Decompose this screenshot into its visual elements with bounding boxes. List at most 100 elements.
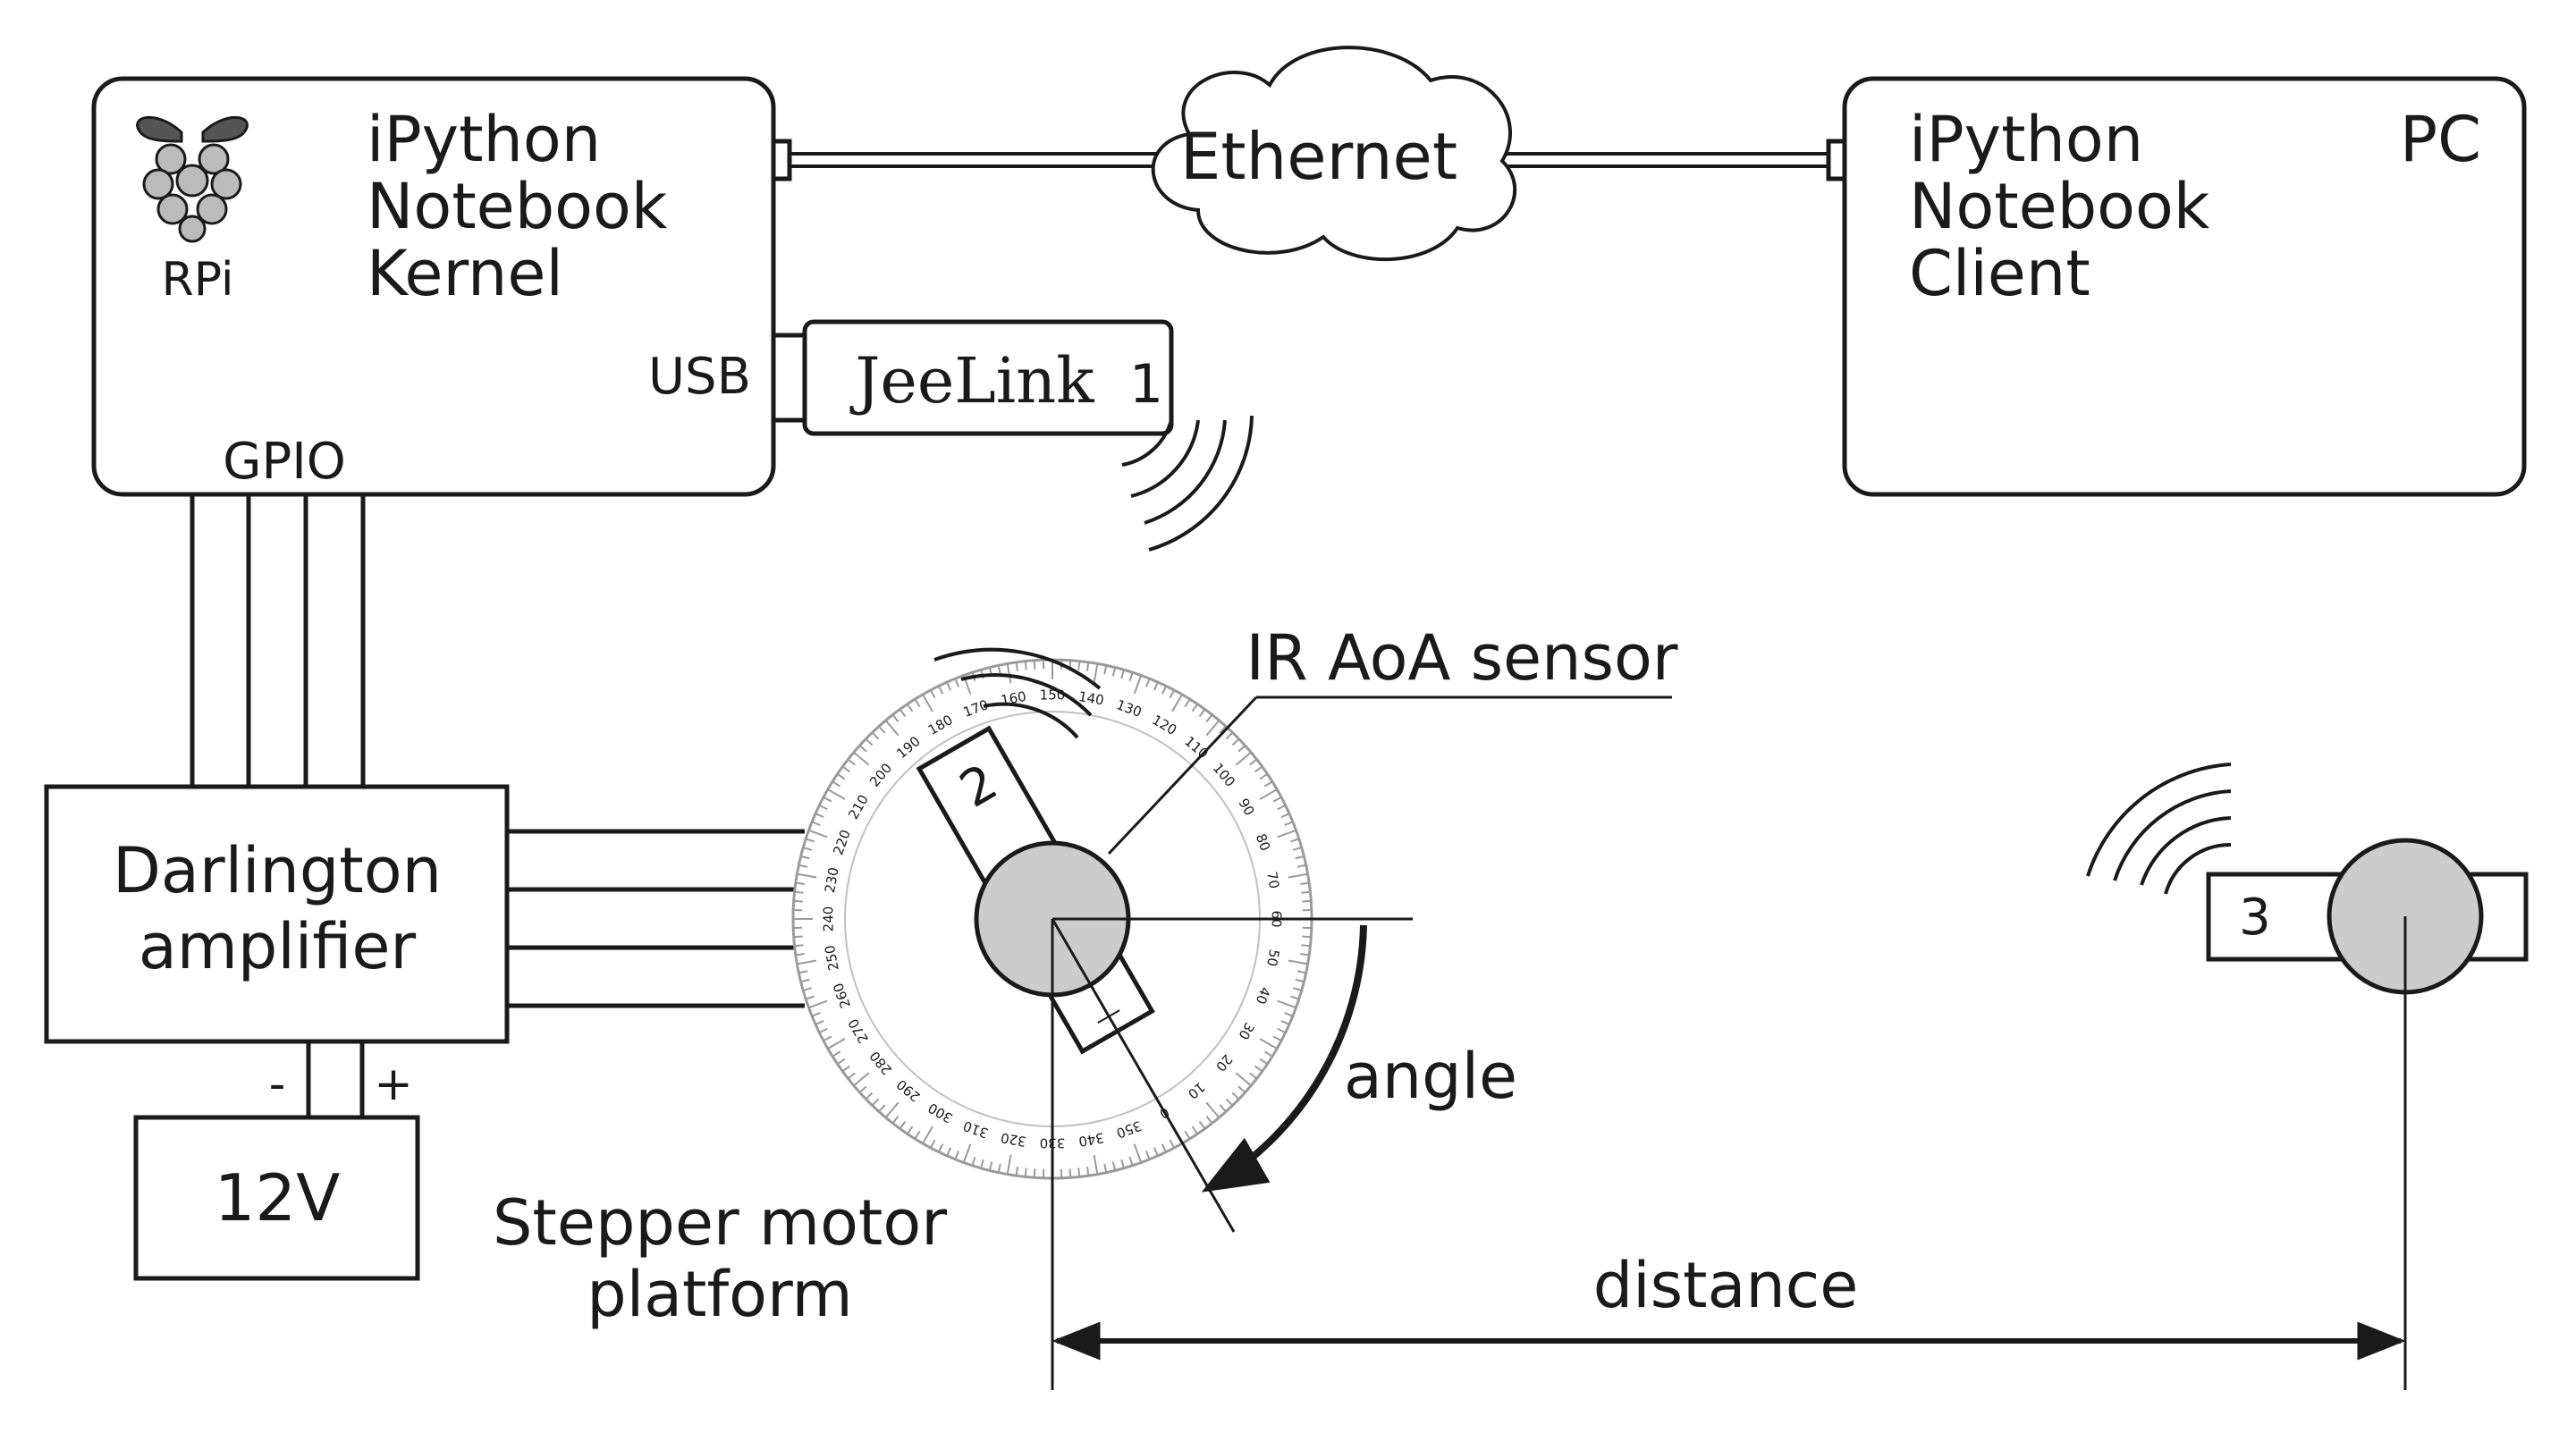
protractor-tick bbox=[922, 694, 933, 712]
protractor-tick bbox=[1006, 663, 1012, 684]
power-voltage-label: 12V bbox=[215, 1160, 341, 1235]
sensor-label: IR AoA sensor bbox=[1246, 621, 1677, 695]
protractor-tick bbox=[1111, 667, 1117, 677]
protractor-tick bbox=[1205, 1101, 1220, 1118]
protractor-tick bbox=[1191, 1125, 1198, 1134]
protractor-tick bbox=[798, 864, 808, 868]
protractor-tick bbox=[815, 1019, 824, 1025]
protractor-tick bbox=[988, 1161, 993, 1171]
protractor-tick bbox=[1133, 1143, 1143, 1163]
protractor-tick bbox=[823, 1035, 832, 1042]
protractor-tick bbox=[1171, 694, 1183, 712]
protractor-tick bbox=[1153, 1147, 1159, 1157]
protractor-tick bbox=[793, 899, 803, 903]
protractor-tick bbox=[841, 1065, 851, 1073]
protractor-tick bbox=[865, 738, 874, 746]
client-line-3: Client bbox=[1909, 237, 2090, 310]
amplifier-line-2: amplifier bbox=[139, 910, 417, 983]
protractor-tick bbox=[980, 1159, 984, 1169]
protractor-tick bbox=[837, 773, 846, 780]
protractor-tick bbox=[907, 1125, 914, 1134]
protractor-tick bbox=[793, 935, 803, 939]
protractor-tick bbox=[1184, 1130, 1191, 1140]
protractor-tick bbox=[937, 685, 944, 695]
protractor-tick bbox=[1120, 1159, 1125, 1169]
protractor-tick bbox=[1289, 838, 1300, 843]
distance-dimension: distance bbox=[1052, 1249, 2406, 1361]
protractor-tick bbox=[795, 952, 805, 957]
protractor-tick bbox=[858, 1085, 867, 1093]
protractor-tick bbox=[962, 1143, 972, 1163]
protractor-tick bbox=[1103, 1163, 1108, 1173]
protractor-tick bbox=[1263, 1050, 1273, 1058]
protractor-tick bbox=[827, 788, 846, 800]
darlington-amplifier-box: Darlington amplifier bbox=[44, 784, 510, 1044]
protractor-tick bbox=[798, 970, 808, 974]
protractor-tick bbox=[1169, 689, 1176, 699]
client-line-2: Notebook bbox=[1909, 170, 2210, 243]
protractor-tick bbox=[878, 725, 886, 734]
protractor-tick bbox=[797, 872, 817, 879]
protractor-tick bbox=[1302, 899, 1312, 903]
power-plus-label: + bbox=[374, 1058, 413, 1111]
protractor-tick bbox=[1300, 881, 1310, 886]
protractor-tick bbox=[1225, 1098, 1234, 1107]
protractor-tick bbox=[1277, 1027, 1287, 1034]
protractor-tick bbox=[914, 1130, 921, 1140]
protractor-tick bbox=[805, 995, 815, 1000]
angle-label: angle bbox=[1344, 1040, 1517, 1113]
target-radio-waves-icon bbox=[2086, 763, 2232, 895]
protractor-tick bbox=[1144, 1151, 1151, 1160]
motor-wires bbox=[507, 829, 805, 1008]
protractor-tick bbox=[1277, 829, 1296, 839]
pc-client-box: iPython Notebook Client PC bbox=[1842, 76, 2527, 497]
protractor-tick bbox=[1235, 1072, 1252, 1087]
protractor-tick bbox=[837, 1058, 846, 1065]
protractor-tick bbox=[802, 847, 813, 851]
protractor-tick bbox=[818, 1027, 828, 1034]
sensor-callout: IR AoA sensor bbox=[1107, 621, 1678, 856]
protractor-tick bbox=[878, 1104, 886, 1113]
protractor-tick bbox=[811, 821, 821, 827]
protractor-tick bbox=[871, 731, 880, 740]
protractor-tick-label: 70 bbox=[1263, 871, 1282, 890]
protractor-tick bbox=[847, 1072, 856, 1080]
protractor-tick bbox=[1254, 765, 1263, 773]
protractor-tick bbox=[1254, 1065, 1263, 1073]
kernel-line-2: Notebook bbox=[367, 170, 668, 243]
protractor-tick bbox=[1161, 1143, 1168, 1153]
stepper-label-line-1: Stepper motor bbox=[493, 1186, 947, 1260]
protractor-tick bbox=[1235, 751, 1252, 766]
protractor-tick bbox=[865, 1092, 874, 1100]
protractor-tick bbox=[907, 704, 914, 712]
protractor-tick bbox=[811, 1011, 821, 1017]
gpio-label: GPIO bbox=[223, 433, 346, 491]
protractor-tick bbox=[1231, 1092, 1240, 1100]
protractor-tick bbox=[1259, 773, 1268, 780]
target-emitter: 3 bbox=[2086, 763, 2529, 1390]
protractor-tick bbox=[1128, 671, 1134, 682]
protractor-tick bbox=[871, 1098, 880, 1107]
protractor-tick bbox=[1284, 1011, 1294, 1017]
protractor-tick bbox=[818, 804, 828, 811]
protractor-tick-label: 40 bbox=[1253, 985, 1273, 1007]
protractor-tick-label: 340 bbox=[1077, 1129, 1105, 1150]
protractor-tick bbox=[899, 1120, 907, 1130]
protractor-tick bbox=[922, 1125, 933, 1144]
protractor-tick bbox=[832, 1050, 841, 1058]
protractor-tick bbox=[1277, 999, 1296, 1009]
protractor-tick bbox=[1277, 804, 1287, 811]
protractor-tick bbox=[1006, 1154, 1012, 1175]
protractor-tick-label: 240 bbox=[821, 906, 837, 932]
protractor-tick bbox=[823, 796, 832, 803]
protractor-tick bbox=[1237, 745, 1246, 753]
sensor-radio-waves-icon bbox=[933, 647, 1102, 739]
protractor-tick bbox=[1133, 675, 1143, 695]
protractor-tick bbox=[1259, 1038, 1278, 1049]
protractor-tick-label: 140 bbox=[1077, 688, 1105, 709]
protractor-tick bbox=[1292, 847, 1303, 851]
protractor-tick bbox=[1205, 1116, 1213, 1125]
protractor-tick bbox=[884, 1101, 899, 1118]
protractor-tick bbox=[1280, 813, 1290, 819]
protractor-tick-label: 80 bbox=[1253, 831, 1273, 853]
